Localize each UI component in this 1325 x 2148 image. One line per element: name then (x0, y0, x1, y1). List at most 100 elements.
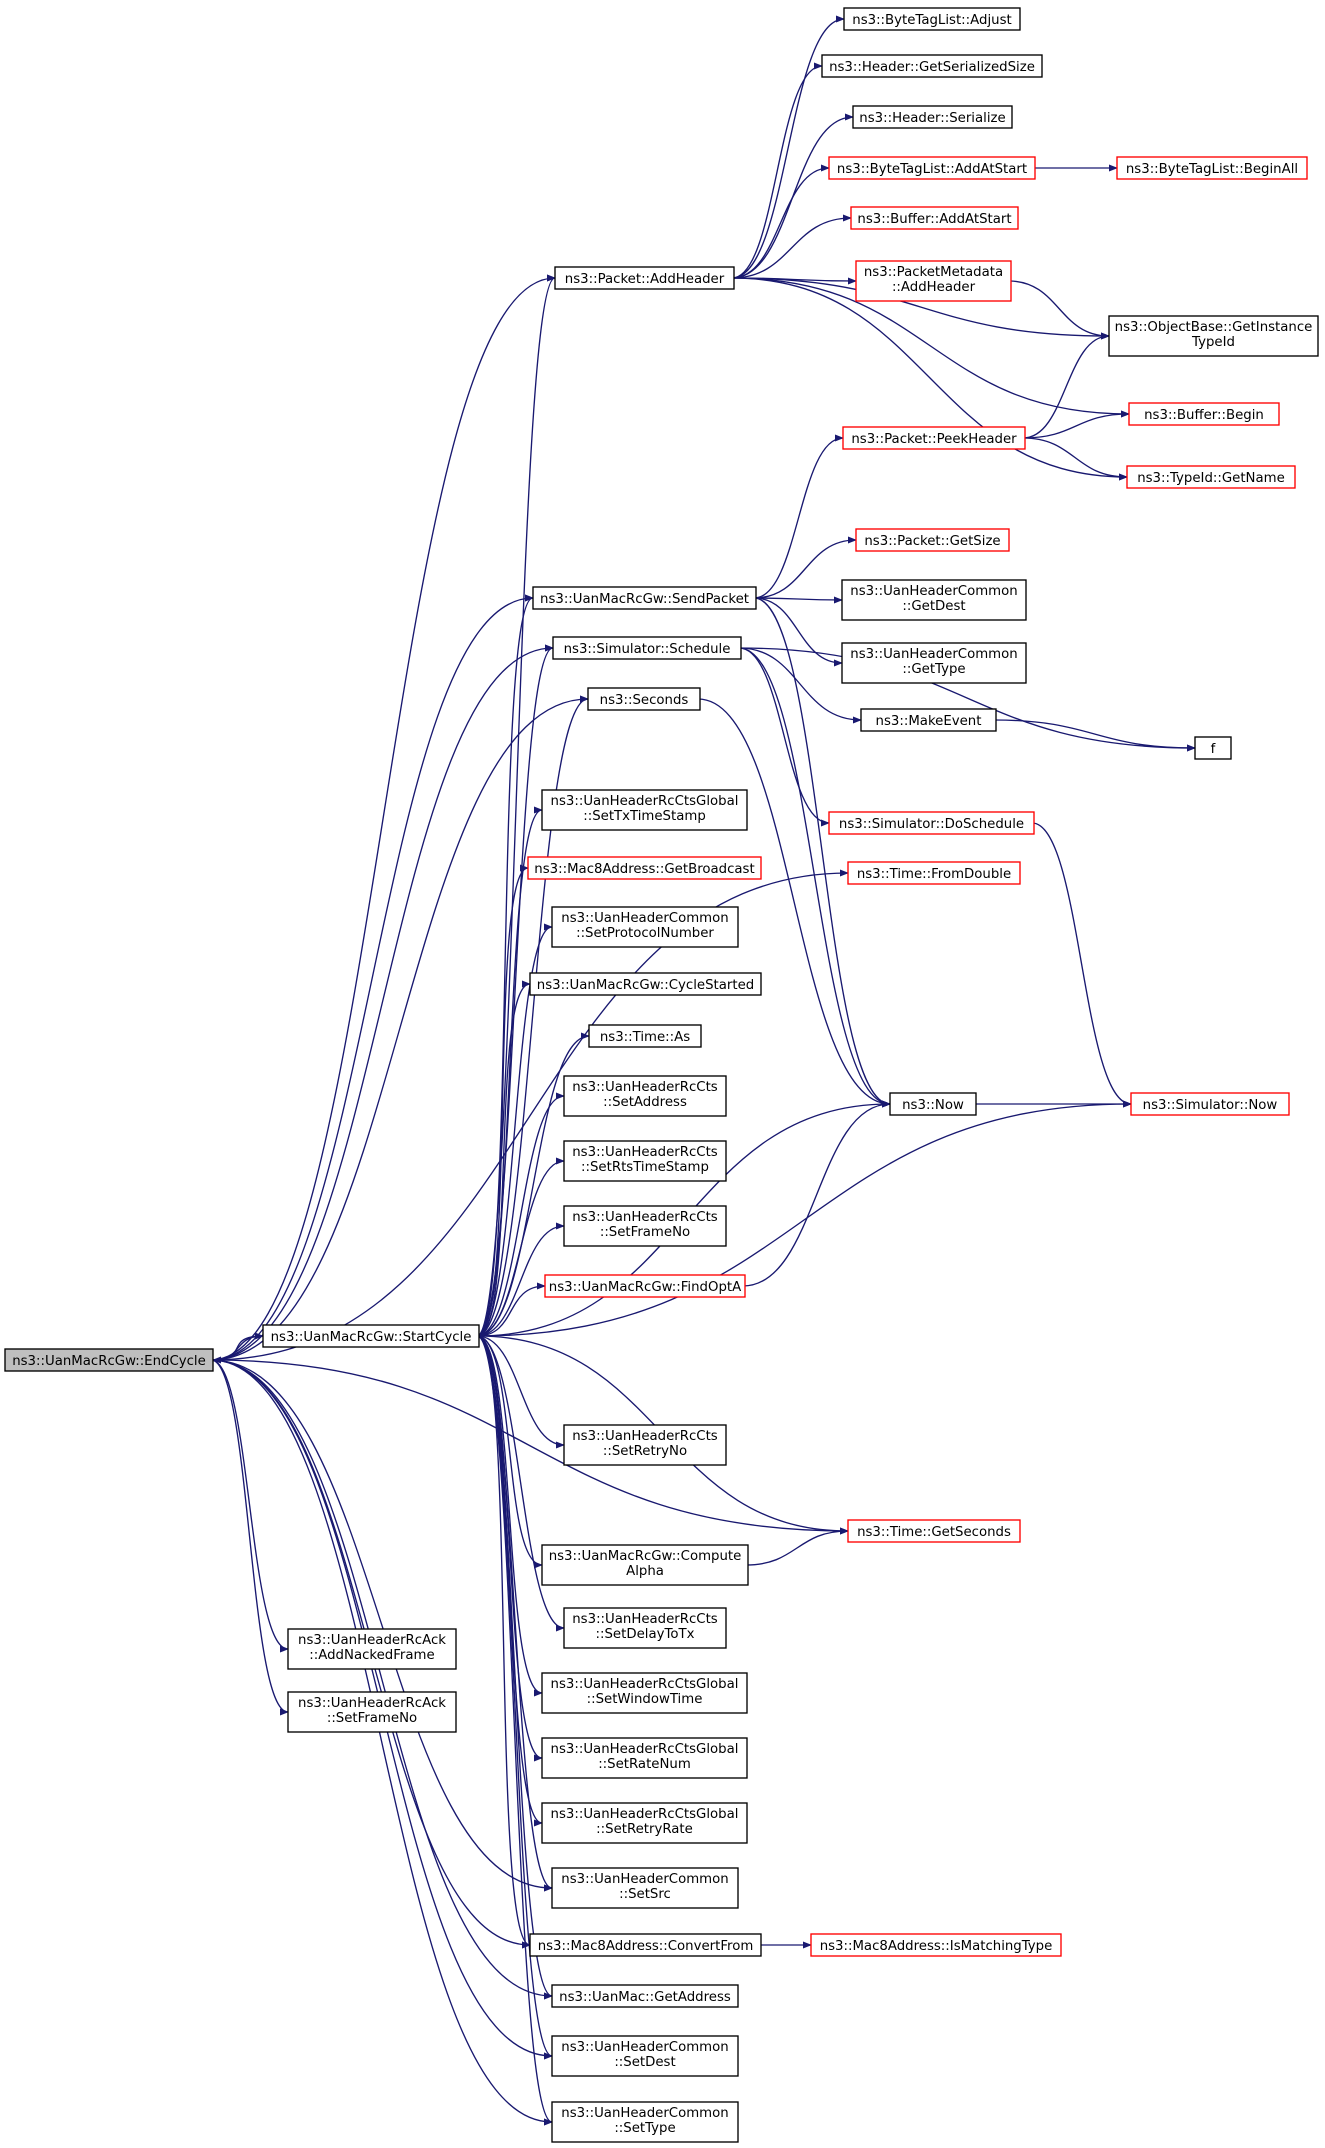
node-getbroadcast[interactable]: ns3::Mac8Address::GetBroadcast (527, 856, 762, 880)
edge-endcycle-to-setframeno_ack (210, 1359, 289, 1716)
edge-addheader-to-btl_adjust (731, 15, 845, 279)
edge-peekheader-to-typeid_getname (1022, 437, 1128, 481)
node-buf_begin-label-0: ns3::Buffer::Begin (1144, 408, 1264, 423)
node-fromdouble[interactable]: ns3::Time::FromDouble (847, 861, 1021, 885)
node-f-box (1194, 736, 1232, 760)
edge-addheader-to-btl_addatstart (731, 164, 830, 279)
node-fromdouble-label-0: ns3::Time::FromDouble (857, 867, 1011, 882)
node-settype-label-0: ns3::UanHeaderCommon (561, 2106, 728, 2121)
node-setdest-box (551, 2035, 739, 2077)
node-uhc_gettype-box (841, 642, 1027, 684)
node-computealpha-label-0: ns3::UanMacRcGw::Compute (549, 1549, 742, 1564)
node-convertfrom[interactable]: ns3::Mac8Address::ConvertFrom (529, 1933, 762, 1957)
node-f[interactable]: f (1194, 736, 1232, 760)
edge-endcycle-to-sendpacket (210, 594, 534, 1361)
node-startcycle[interactable]: ns3::UanMacRcGw::StartCycle (262, 1324, 480, 1348)
node-setwindowtime[interactable]: ns3::UanHeaderRcCtsGlobal::SetWindowTime (541, 1672, 748, 1714)
node-findopta[interactable]: ns3::UanMacRcGw::FindOptA (544, 1274, 746, 1298)
node-setaddress[interactable]: ns3::UanHeaderRcCts::SetAddress (563, 1075, 727, 1117)
node-getaddress[interactable]: ns3::UanMac::GetAddress (551, 1984, 739, 2008)
node-setdelaytotx-label-0: ns3::UanHeaderRcCts (572, 1612, 718, 1627)
node-uhc_getdest[interactable]: ns3::UanHeaderCommon::GetDest (841, 579, 1027, 621)
edge-startcycle-to-sendpacket (476, 594, 534, 1337)
node-setframeno_cts[interactable]: ns3::UanHeaderRcCts::SetFrameNo (563, 1205, 727, 1247)
node-addnackedframe[interactable]: ns3::UanHeaderRcAck::AddNackedFrame (287, 1628, 457, 1670)
node-setframeno_ack[interactable]: ns3::UanHeaderRcAck::SetFrameNo (287, 1691, 457, 1733)
node-endcycle-box (4, 1348, 214, 1372)
node-doschedule[interactable]: ns3::Simulator::DoSchedule (828, 811, 1035, 835)
node-buf_begin[interactable]: ns3::Buffer::Begin (1128, 402, 1280, 426)
node-setratenum[interactable]: ns3::UanHeaderRcCtsGlobal::SetRateNum (541, 1737, 748, 1779)
edge-doschedule-to-sim_now (1031, 822, 1132, 1108)
node-setretryrate[interactable]: ns3::UanHeaderRcCtsGlobal::SetRetryRate (541, 1802, 748, 1844)
node-setdelaytotx[interactable]: ns3::UanHeaderRcCts::SetDelayToTx (563, 1607, 727, 1649)
node-schedule[interactable]: ns3::Simulator::Schedule (552, 636, 742, 660)
edge-endcycle-to-seconds (210, 695, 589, 1361)
node-uhc_gettype[interactable]: ns3::UanHeaderCommon::GetType (841, 642, 1027, 684)
node-setretryno[interactable]: ns3::UanHeaderRcCts::SetRetryNo (563, 1424, 727, 1466)
node-time_as[interactable]: ns3::Time::As (588, 1024, 702, 1048)
node-makeevent[interactable]: ns3::MakeEvent (860, 708, 997, 732)
node-ob_getinstance-label-1: TypeId (1191, 335, 1235, 350)
node-ismatchingtype-label-0: ns3::Mac8Address::IsMatchingType (820, 1939, 1053, 1954)
node-btl_addatstart-label-0: ns3::ByteTagList::AddAtStart (837, 162, 1027, 177)
node-ismatchingtype-box (810, 1933, 1062, 1957)
node-buf_addatstart[interactable]: ns3::Buffer::AddAtStart (850, 206, 1019, 230)
node-btl_beginall[interactable]: ns3::ByteTagList::BeginAll (1116, 156, 1308, 180)
edge-startcycle-to-setratenum (476, 1335, 543, 1762)
node-now[interactable]: ns3::Now (889, 1092, 977, 1116)
node-typeid_getname[interactable]: ns3::TypeId::GetName (1126, 465, 1296, 489)
edge-startcycle-to-setdelaytotx (476, 1335, 565, 1632)
node-cyclestarted[interactable]: ns3::UanMacRcGw::CycleStarted (529, 972, 762, 996)
node-setrtstimestamp-label-0: ns3::UanHeaderRcCts (572, 1145, 718, 1160)
node-setTxTimeStamp-label-0: ns3::UanHeaderRcCtsGlobal (551, 794, 739, 809)
node-getbroadcast-box (527, 856, 762, 880)
node-buf_begin-box (1128, 402, 1280, 426)
node-setretryno-label-1: ::SetRetryNo (603, 1444, 687, 1459)
node-cyclestarted-box (529, 972, 762, 996)
edge-endcycle-to-getseconds (210, 1359, 849, 1535)
node-setrtstimestamp-label-1: ::SetRtsTimeStamp (581, 1160, 709, 1175)
node-seconds-label-0: ns3::Seconds (600, 693, 689, 708)
node-setretryno-label-0: ns3::UanHeaderRcCts (572, 1429, 718, 1444)
node-btl_adjust[interactable]: ns3::ByteTagList::Adjust (843, 7, 1021, 31)
node-addheader[interactable]: ns3::Packet::AddHeader (554, 266, 735, 290)
edge-startcycle-to-sim_now (476, 1100, 1132, 1337)
node-btl_addatstart[interactable]: ns3::ByteTagList::AddAtStart (828, 156, 1036, 180)
node-getseconds[interactable]: ns3::Time::GetSeconds (847, 1519, 1021, 1543)
node-hdr_getsersize-label-0: ns3::Header::GetSerializedSize (829, 60, 1035, 75)
node-setTxTimeStamp[interactable]: ns3::UanHeaderRcCtsGlobal::SetTxTimeStam… (541, 789, 748, 831)
node-setrtstimestamp[interactable]: ns3::UanHeaderRcCts::SetRtsTimeStamp (563, 1140, 727, 1182)
node-peekheader[interactable]: ns3::Packet::PeekHeader (842, 426, 1026, 450)
node-hdr_serialize[interactable]: ns3::Header::Serialize (852, 105, 1013, 129)
edge-pm_addheader-to-ob_getinstance (1008, 280, 1110, 340)
edge-startcycle-to-setframeno_cts (476, 1222, 565, 1337)
edge-startcycle-to-seconds (476, 695, 589, 1337)
node-sendpacket-box (532, 586, 757, 610)
node-addnackedframe-label-1: ::AddNackedFrame (309, 1648, 434, 1663)
node-getsize[interactable]: ns3::Packet::GetSize (855, 528, 1010, 552)
node-seconds[interactable]: ns3::Seconds (587, 687, 701, 711)
node-settype-box (551, 2101, 739, 2143)
node-getaddress-box (551, 1984, 739, 2008)
node-setdest[interactable]: ns3::UanHeaderCommon::SetDest (551, 2035, 739, 2077)
node-endcycle[interactable]: ns3::UanMacRcGw::EndCycle (4, 1348, 214, 1372)
node-setprotocol[interactable]: ns3::UanHeaderCommon::SetProtocolNumber (551, 906, 739, 948)
node-hdr_getsersize[interactable]: ns3::Header::GetSerializedSize (821, 54, 1043, 78)
edge-findopta-to-now (742, 1100, 891, 1287)
node-f-label-0: f (1211, 742, 1216, 757)
node-ismatchingtype[interactable]: ns3::Mac8Address::IsMatchingType (810, 1933, 1062, 1957)
node-sim_now[interactable]: ns3::Simulator::Now (1130, 1092, 1290, 1116)
edge-peekheader-to-buf_begin (1022, 410, 1130, 439)
edge-sendpacket-to-peekheader (753, 434, 844, 599)
node-sendpacket[interactable]: ns3::UanMacRcGw::SendPacket (532, 586, 757, 610)
node-settype[interactable]: ns3::UanHeaderCommon::SetType (551, 2101, 739, 2143)
node-setsrc[interactable]: ns3::UanHeaderCommon::SetSrc (551, 1867, 739, 1909)
edge-endcycle-to-schedule (210, 644, 554, 1361)
node-addheader-label-0: ns3::Packet::AddHeader (565, 272, 725, 287)
node-pm_addheader[interactable]: ns3::PacketMetadata::AddHeader (855, 260, 1012, 302)
node-pm_addheader-label-1: ::AddHeader (892, 280, 976, 295)
